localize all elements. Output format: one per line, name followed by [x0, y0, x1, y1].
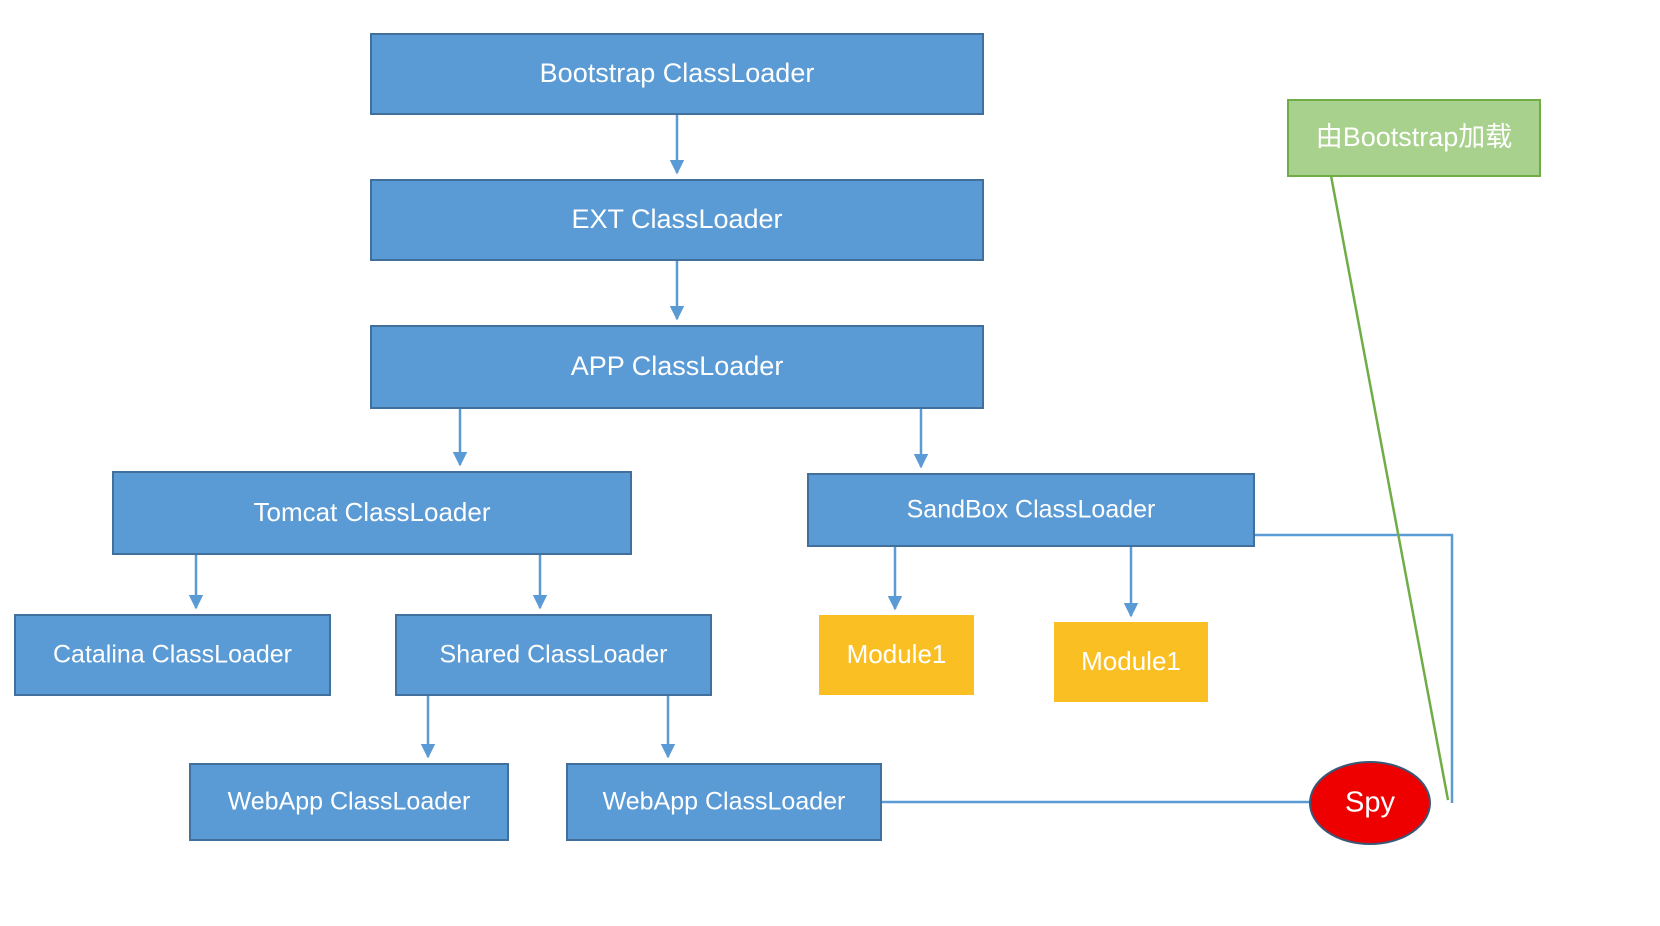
node-shape-webapp2	[566, 763, 882, 841]
node-webapp2[interactable]: WebApp ClassLoader	[566, 763, 882, 841]
edge-callout-to-spy	[1318, 115, 1450, 801]
node-bootstrap[interactable]: Bootstrap ClassLoader	[370, 33, 984, 115]
node-spy[interactable]: Spy	[1309, 761, 1431, 845]
node-shared[interactable]: Shared ClassLoader	[395, 614, 712, 696]
node-shape-shared	[395, 614, 712, 696]
node-catalina[interactable]: Catalina ClassLoader	[14, 614, 331, 696]
node-shape-spy	[1309, 761, 1431, 845]
node-module1a[interactable]: Module1	[819, 615, 974, 695]
node-shape-app	[370, 325, 984, 409]
node-tomcat[interactable]: Tomcat ClassLoader	[112, 471, 632, 555]
edge-sandbox-to-spy	[1254, 533, 1454, 803]
node-shape-tomcat	[112, 471, 632, 555]
node-shape-catalina	[14, 614, 331, 696]
node-shape-module1b	[1054, 622, 1208, 702]
node-module1b[interactable]: Module1	[1054, 622, 1208, 702]
node-ext[interactable]: EXT ClassLoader	[370, 179, 984, 261]
node-shape-callout	[1287, 99, 1541, 177]
node-sandbox[interactable]: SandBox ClassLoader	[807, 473, 1255, 547]
node-callout[interactable]: 由Bootstrap加载	[1287, 99, 1541, 177]
node-shape-bootstrap	[370, 33, 984, 115]
node-shape-ext	[370, 179, 984, 261]
node-shape-sandbox	[807, 473, 1255, 547]
node-shape-module1a	[819, 615, 974, 695]
node-shape-webapp1	[189, 763, 509, 841]
node-app[interactable]: APP ClassLoader	[370, 325, 984, 409]
node-webapp1[interactable]: WebApp ClassLoader	[189, 763, 509, 841]
